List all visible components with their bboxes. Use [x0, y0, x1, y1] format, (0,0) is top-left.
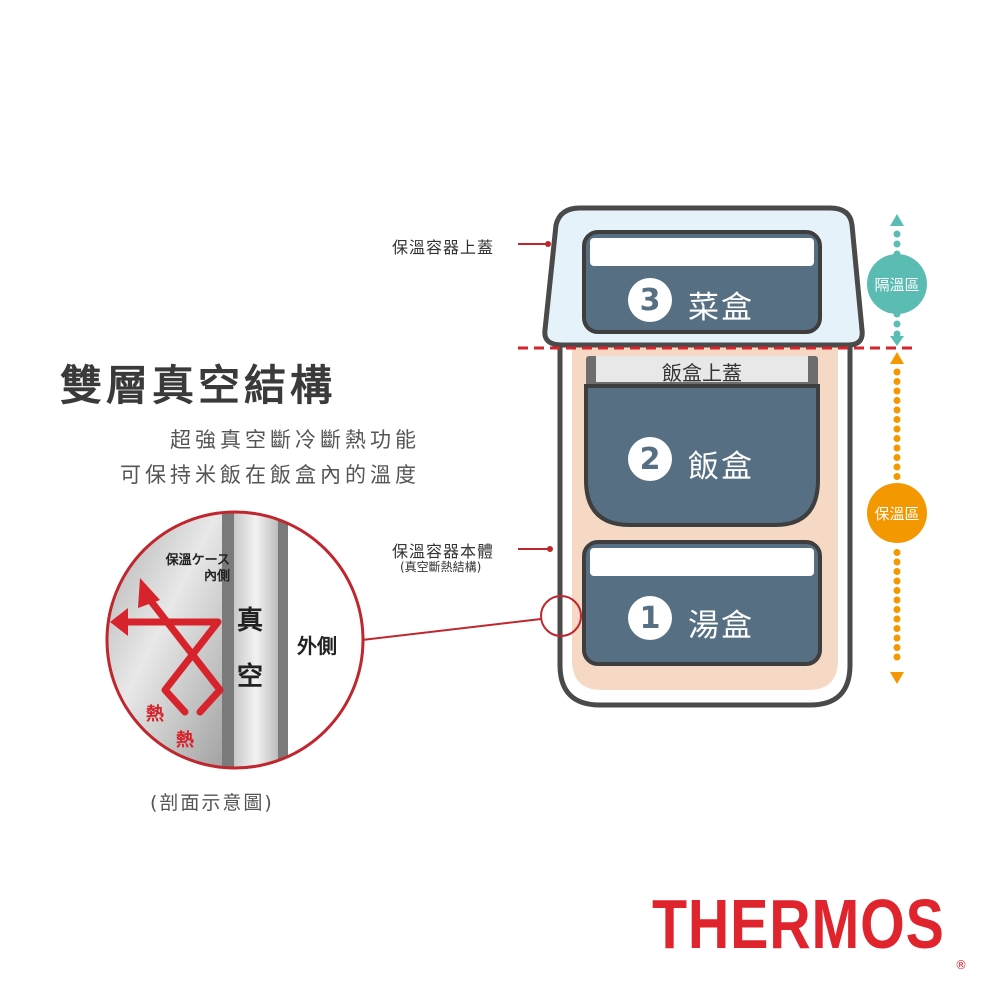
soup-box-label: 湯盒	[688, 608, 754, 644]
rice-lid-label: 飯盒上蓋	[662, 361, 742, 385]
cross-section-circle	[105, 510, 365, 770]
soup-box-number: 1	[639, 601, 661, 636]
warm-zone-dot	[893, 406, 901, 414]
inner-case-label-2: 內側	[203, 569, 230, 584]
warm-zone-dot	[893, 568, 901, 575]
rice-box-number: 2	[639, 442, 661, 477]
insulation-zone-axis	[867, 214, 927, 346]
warm-zone-dot	[893, 463, 901, 471]
lid-callout-label: 保溫容器上蓋	[392, 238, 495, 257]
warm-zone-dot	[893, 634, 901, 642]
subtitle-line-1: 超強真空斷冷斷熱功能	[170, 428, 420, 452]
brand-logo: THERMOS	[652, 885, 945, 963]
warm-zone-axis	[867, 352, 927, 684]
warm-zone-dot	[893, 644, 901, 651]
vacuum-char-2: 空	[237, 662, 264, 692]
warm-zone-dot	[893, 549, 901, 556]
detail-marker	[540, 595, 582, 637]
registered-mark: ®	[955, 958, 967, 972]
warm-zone-dot	[893, 454, 901, 461]
warm-zone-dot	[893, 596, 901, 604]
rice-box-label: 飯盒	[688, 449, 754, 485]
warm-zone-dot	[893, 425, 901, 433]
warm-zone-dot	[893, 606, 901, 613]
warm-zone-dot	[893, 378, 901, 385]
warm-zone-dot	[893, 397, 901, 404]
warm-zone-label: 保溫區	[874, 505, 920, 523]
page-title: 雙層真空結構	[60, 361, 337, 410]
cross-section-caption: (剖面示意圖)	[150, 792, 274, 814]
warm-zone-dot	[893, 615, 901, 623]
warm-zone-dot	[893, 558, 901, 566]
warm-zone-dot	[893, 587, 901, 594]
warm-zone-dot	[893, 653, 901, 661]
warm-zone-dot	[893, 416, 901, 423]
insulation-zone-label: 隔溫區	[874, 276, 920, 294]
side-dish-number: 3	[639, 283, 661, 318]
body-callout-label: 保溫容器本體	[392, 542, 495, 561]
warm-zone-dot	[893, 473, 901, 480]
heat-label-2: 熱	[176, 730, 194, 751]
outside-label: 外側	[297, 634, 337, 658]
warm-zone-dot	[893, 435, 901, 442]
warm-zone-dot	[893, 577, 901, 585]
rice-box	[584, 356, 820, 527]
warm-zone-dot	[893, 444, 901, 452]
inner-case-label: 保溫ケース 內側	[148, 553, 230, 585]
inner-case-label-1: 保溫ケース	[165, 553, 230, 568]
side-dish-label: 菜盒	[688, 290, 754, 326]
warm-zone-dot	[893, 387, 901, 395]
warm-zone-dot	[893, 368, 901, 376]
warm-zone-dot	[893, 625, 901, 632]
vacuum-char-1: 真	[237, 606, 264, 636]
heat-label-1: 熱	[146, 704, 164, 725]
subtitle-line-2: 可保持米飯在飯盒內的溫度	[120, 463, 420, 487]
body-callout-sub: (真空斷熱結構)	[400, 560, 482, 574]
